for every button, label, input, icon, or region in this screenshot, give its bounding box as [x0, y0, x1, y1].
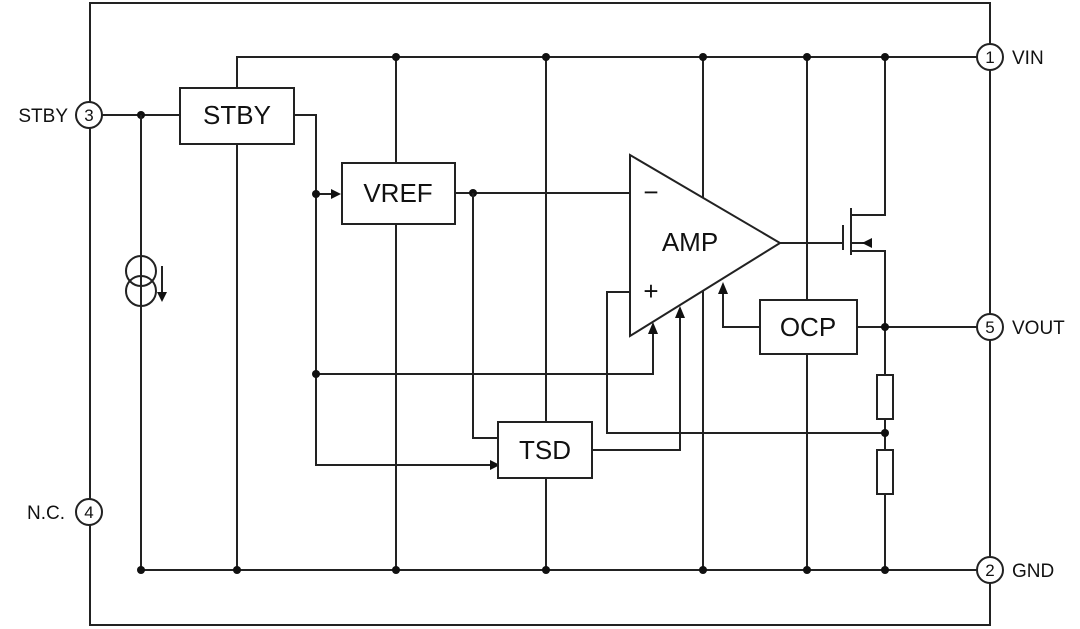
stby-output-wire	[294, 114, 498, 466]
junction-dot	[137, 566, 145, 574]
vref-block	[341, 162, 456, 225]
junction-dot	[312, 190, 320, 198]
pin-circle	[75, 101, 103, 129]
junction-dot	[312, 370, 320, 378]
pin-number: 4	[84, 503, 93, 522]
pin-nc: 4 N.C.	[27, 498, 103, 526]
pin-circle	[976, 556, 1004, 584]
vin-rail	[236, 56, 977, 143]
amp-plus-sign: +	[643, 276, 658, 306]
pin-number: 5	[985, 318, 994, 337]
tsd-block-label: TSD	[519, 435, 571, 465]
pin-circle	[976, 313, 1004, 341]
pin-gnd: 2 GND	[976, 556, 1054, 584]
amp-minus-sign: −	[643, 177, 658, 207]
stby-block-label: STBY	[203, 100, 271, 130]
junction-dot	[699, 53, 707, 61]
pin-vout: 5 VOUT	[976, 313, 1065, 341]
current-source-lower-circle	[125, 275, 157, 307]
amp-triangle	[629, 153, 782, 338]
tsd-block	[497, 421, 593, 479]
pin-label: N.C.	[27, 503, 65, 524]
junction-dot	[699, 566, 707, 574]
pin-stby: 3 STBY	[18, 101, 103, 129]
pin-circle	[976, 43, 1004, 71]
arrow-into-vref	[331, 189, 341, 199]
pin-number: 1	[985, 48, 994, 67]
junction-dot	[881, 429, 889, 437]
amp-label: AMP	[662, 227, 718, 257]
stby-to-amp-wire	[316, 328, 654, 375]
transistor-drain	[851, 57, 886, 216]
pin-label: GND	[1012, 561, 1054, 582]
pin-label: VIN	[1012, 48, 1044, 69]
tsd-to-amp-wire	[592, 310, 681, 451]
junction-dot	[233, 566, 241, 574]
vref-block-label: VREF	[363, 178, 432, 208]
pin-label: VOUT	[1012, 318, 1065, 339]
vref-to-tsd-wire	[472, 193, 498, 439]
pin-circle	[75, 498, 103, 526]
pin-vin: 1 VIN	[976, 43, 1044, 71]
ocp-block-label: OCP	[780, 312, 836, 342]
arrow-into-tsd	[490, 460, 500, 470]
junction-dot	[803, 566, 811, 574]
pin-number: 3	[84, 106, 93, 125]
junction-dot	[392, 566, 400, 574]
junction-dot	[881, 566, 889, 574]
junction-dot	[881, 323, 889, 331]
current-source-upper-circle	[125, 255, 157, 287]
arrow-tsd-into-amp	[675, 306, 685, 318]
resistor-upper	[876, 374, 894, 420]
resistor-lower	[876, 449, 894, 495]
arrow-into-amp	[648, 322, 658, 334]
junction-dot	[392, 53, 400, 61]
junction-dot	[803, 53, 811, 61]
ocp-block	[759, 299, 858, 355]
junction-dot	[542, 566, 550, 574]
stby-block	[179, 87, 295, 145]
arrow-ocp-into-amp	[718, 282, 728, 294]
feedback-wire	[606, 291, 885, 434]
pin-number: 2	[985, 561, 994, 580]
junction-dot	[542, 53, 550, 61]
pin-label: STBY	[18, 106, 68, 127]
current-source-arrow-head	[157, 292, 167, 302]
junction-dot	[881, 53, 889, 61]
transistor-arrow	[862, 238, 872, 248]
ocp-to-amp-wire	[722, 287, 760, 328]
